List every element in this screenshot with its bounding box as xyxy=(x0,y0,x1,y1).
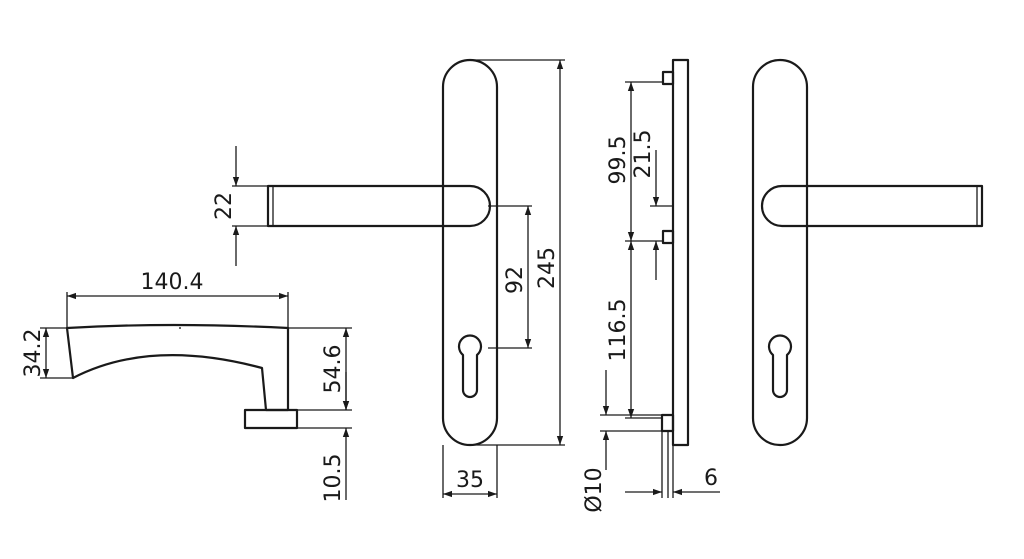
dim-54-6-label: 54.6 xyxy=(321,345,346,394)
dim-21-5-label: 21.5 xyxy=(631,130,656,179)
dim-21-5: 21.5 xyxy=(631,130,673,280)
dim-plate-width: 35 xyxy=(442,445,498,498)
dim-handle-height: 22 xyxy=(212,146,268,266)
lever-handle xyxy=(266,184,492,228)
dim-116-5: 116.5 xyxy=(606,241,662,419)
dim-d10-label: Ø10 xyxy=(582,467,607,512)
dim-10-5-label: 10.5 xyxy=(321,454,346,503)
dim-grip-depth: 34.2 xyxy=(21,327,73,379)
dim-99-5-label: 99.5 xyxy=(606,136,631,185)
dim-22-label: 22 xyxy=(212,192,237,220)
top-view xyxy=(65,323,299,430)
dim-rose-height: 10.5 xyxy=(297,372,352,502)
dim-34-2-label: 34.2 xyxy=(21,329,46,378)
side-plate xyxy=(671,58,690,447)
front-view xyxy=(266,58,499,447)
dim-plate-length: 245 xyxy=(470,59,565,446)
curved-lever-profile xyxy=(65,323,290,412)
side-view xyxy=(660,58,690,498)
top-fixing-lug xyxy=(661,70,675,86)
dim-projection: 54.6 xyxy=(288,327,352,411)
dim-92-label: 92 xyxy=(503,266,528,294)
dim-spindle-diameter: Ø10 xyxy=(582,370,662,513)
dim-140-4-label: 140.4 xyxy=(141,270,204,295)
backplate-outline-right xyxy=(751,58,809,447)
mirror-view xyxy=(751,58,984,447)
spindle-boss xyxy=(660,413,675,433)
keyhole-cutout-right xyxy=(767,334,793,399)
dim-99-5: 99.5 xyxy=(606,81,663,242)
backplate-outline xyxy=(441,58,499,447)
dim-35-label: 35 xyxy=(456,468,484,493)
dim-spindle-to-cylinder: 92 xyxy=(488,205,532,349)
dim-plate-thickness: 6 xyxy=(625,445,720,498)
dim-245-label: 245 xyxy=(535,247,560,289)
lever-handle-right xyxy=(760,184,984,228)
dim-handle-length: 140.4 xyxy=(66,270,289,328)
keyhole-cutout xyxy=(457,334,483,399)
mid-fixing-lug xyxy=(661,229,675,245)
dim-116-5-label: 116.5 xyxy=(606,299,631,362)
dim-6-label: 6 xyxy=(704,466,718,491)
handle-rose xyxy=(243,408,299,430)
